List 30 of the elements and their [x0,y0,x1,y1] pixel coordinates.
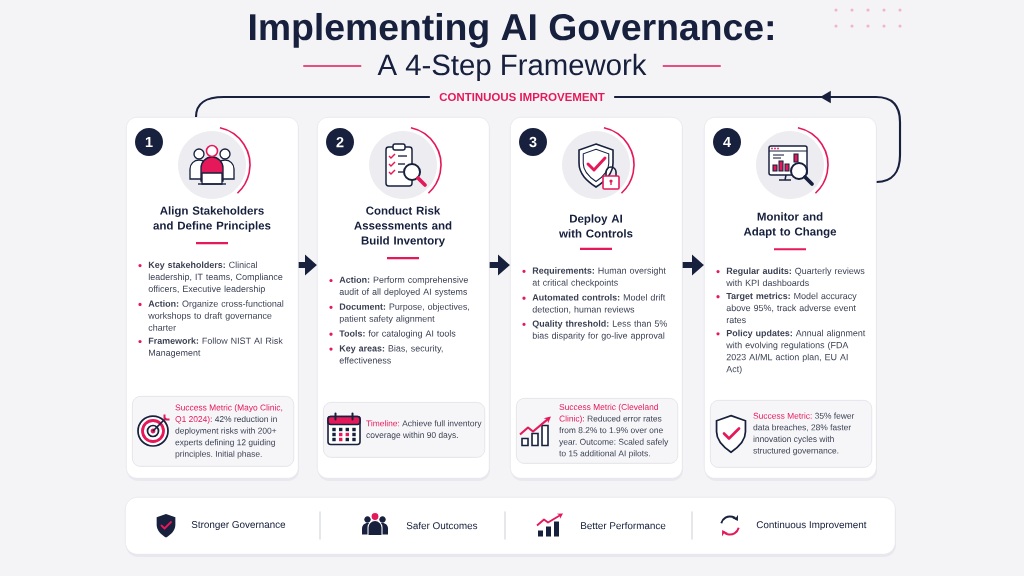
bullet-text: Target metrics: Model accuracy above 95%, track adverse event rates [726,292,857,324]
subtitle: A 4-Step Framework [377,53,647,82]
number-badge: 2 [326,128,354,156]
bullet-text: Action: Organize cross-functional workshops to draft governance charter [148,300,284,331]
bullet-text: Automated controls: Model drift detection, human reviews [532,294,666,314]
title: Implementing AI Governance: [250,12,773,48]
step-heading: Monitor and Adapt to Change [743,212,837,238]
number-badge: 3 [519,128,547,156]
step-heading: Deploy AI with Controls [559,214,633,238]
bullet-text: Requirements: Human oversight at critical checkpoints [532,267,666,288]
bullet-text: Quality threshold: Less than 5% bias disparity for go-live approval [532,320,667,341]
benefit-label: Better Performance [581,521,666,530]
metric-box: Success Metric (Cleveland Clinic): Reduced error rates from 8.2% to 1.9% over one year. Outcome: Scaled safely to 15 additional AI pilots. [516,398,679,464]
bullet-text: Framework: Follow NIST AI Risk Management [148,337,283,358]
benefit-label: Safer Outcomes [406,521,478,530]
bullet-text: Regular audits: Quarterly reviews with KPI dashboards [726,267,865,287]
benefit-label: Stronger Governance [191,521,286,530]
benefit-label: Continuous Improvement [756,520,867,531]
bullet-text: Policy updates: Annual alignment with evolving regulations (FDA 2023 AI/ML action plan, EU AI Act) [726,329,866,374]
number-badge: 1 [135,128,163,156]
bullet-text: Key areas: Bias, security, effectiveness [339,344,443,364]
edge-label: CONTINUOUS IMPROVEMENT [429,90,615,104]
number-badge: 4 [713,128,741,156]
step-heading: Conduct Risk Assessments and Build Inventory [354,206,452,247]
bullet-text: Action: Perform comprehensive audit of all deployed AI systems [339,276,468,297]
metric-box: Success Metric: 35% fewer data breaches, 28% faster innovation cycles with structured governance. [710,400,873,468]
bullet-text: Tools: for cataloging AI tools [339,330,456,339]
metric-box: Success Metric (Mayo Clinic, Q1 2024): 42% reduction in deployment risks with 200+ experts defining 12 guiding principles. Initial phase. [132,396,295,467]
step-heading: Align Stakeholders and Define Principles [153,206,271,232]
bullet-text: Key stakeholders: Clinical leadership, IT teams, Compliance officers, Executive leadership [148,261,283,294]
